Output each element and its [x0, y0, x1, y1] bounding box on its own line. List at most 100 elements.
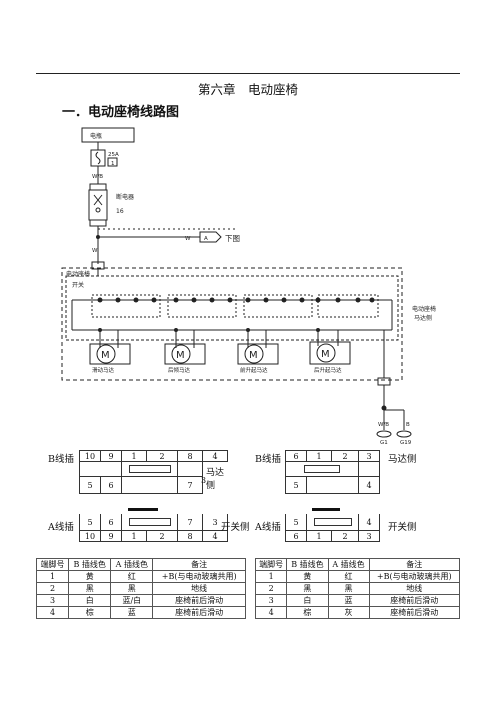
- wire-w-label-2: W: [92, 248, 98, 254]
- motor-recline: [164, 343, 206, 365]
- motor-rear-lift: [309, 341, 351, 365]
- gnd-wire-label-2: B: [406, 422, 410, 428]
- pin: 7: [177, 476, 203, 494]
- motor4-label: 后升起马达: [314, 366, 342, 374]
- col-header: B 插线色: [68, 558, 112, 571]
- fuse-rating: 25A: [108, 152, 119, 158]
- keyway-bar: [128, 508, 158, 511]
- pin: 10: [79, 450, 101, 462]
- pin: 5: [79, 476, 101, 494]
- ground-g1-label: G1: [380, 440, 388, 446]
- switch-label-2: 开关: [72, 281, 84, 289]
- pin: 1: [121, 530, 147, 542]
- pin: 2: [146, 530, 178, 542]
- pin: 9: [100, 530, 122, 542]
- pin: 3: [358, 450, 380, 462]
- pin: 6: [285, 450, 307, 462]
- col-header: A 插线色: [327, 558, 370, 571]
- a-left-note: 开关侧: [221, 522, 250, 533]
- col-header: 备注: [368, 558, 461, 571]
- b-plug-label-right: B线插: [255, 454, 281, 465]
- battery-box: [81, 127, 135, 143]
- pin: 5: [285, 476, 307, 494]
- col-header: 备注: [152, 558, 246, 571]
- a-plug-label-left: A线插: [48, 522, 74, 533]
- pin: 2: [146, 450, 178, 462]
- pin: 3: [358, 530, 380, 542]
- keyway-inner: [313, 518, 352, 526]
- pin: 10: [79, 530, 101, 542]
- pin: 9: [100, 450, 122, 462]
- pin: 1: [121, 450, 147, 462]
- keyway-top: [128, 465, 171, 473]
- down-fig-label: 下图: [225, 234, 240, 243]
- section-title: 一．电动座椅线路图: [62, 105, 180, 120]
- motor3-label: 前升起马达: [240, 366, 268, 374]
- motor-slide: [89, 343, 131, 365]
- keyway-inner: [128, 518, 171, 526]
- pin: 8: [177, 450, 203, 462]
- svg-text:M: M: [249, 350, 258, 361]
- switch-group-2: [167, 294, 237, 318]
- a-right-note: 开关侧: [388, 522, 417, 533]
- arrow-a-label: A: [204, 236, 208, 242]
- gnd-wire-label: W/B: [378, 422, 389, 428]
- pin: 4: [358, 514, 380, 531]
- col-header: B 插线色: [286, 558, 329, 571]
- left-b-connector: 10 9 1 2 8 4 马达侧 5 6 7: [79, 450, 228, 494]
- right-b-connector: 6 1 2 3 5 4: [285, 450, 380, 494]
- pin: 6: [100, 476, 122, 494]
- motor-frame: [61, 267, 403, 381]
- keyway-top: [304, 465, 340, 473]
- col-header: 端脚号: [254, 558, 288, 571]
- battery-label: 电瓶: [90, 132, 102, 140]
- pin: 6: [285, 530, 307, 542]
- pin: 2: [331, 450, 359, 462]
- pin: 5: [79, 514, 101, 531]
- pin-3-left-b: 3: [201, 476, 207, 485]
- motor1-label: 滑动马达: [92, 366, 115, 374]
- switch-group-4: [317, 294, 379, 318]
- b-plug-label-left: B线插: [48, 454, 74, 465]
- pin: 8: [177, 530, 203, 542]
- motor-side-label: 电动座椅: [412, 305, 436, 313]
- pin: 4: [202, 450, 228, 462]
- breaker-symbol: [88, 189, 108, 221]
- motor-front-lift: [237, 343, 279, 365]
- left-a-connector: 5 6 7 3 10 9 1 2 8 4: [79, 514, 228, 542]
- motor-side-label-2: 马达侧: [414, 314, 432, 322]
- switch-group-1: [91, 294, 161, 318]
- pin: 5: [285, 514, 307, 531]
- a-plug-label-right: A线插: [255, 522, 281, 533]
- switch-box: [65, 275, 399, 341]
- fuse-number: 1: [111, 161, 115, 167]
- pin: 7: [177, 514, 203, 531]
- header-rule: [36, 73, 460, 74]
- pin: 6: [100, 514, 122, 531]
- keyway-bar: [312, 508, 340, 511]
- pin: 1: [306, 450, 332, 462]
- col-header: 端脚号: [35, 558, 70, 571]
- wire-wb-label: W/B: [92, 174, 103, 180]
- switch-label: 电动座椅: [66, 270, 90, 278]
- chapter-title: 第六章 电动座椅: [197, 82, 298, 97]
- breaker-number: 16: [116, 208, 124, 215]
- svg-text:M: M: [321, 349, 330, 360]
- ground-g19-label: G19: [400, 440, 412, 446]
- switch-group-3: [243, 294, 313, 318]
- pin: 1: [306, 530, 332, 542]
- right-a-connector: 5 4 6 1 2 3: [285, 514, 380, 542]
- pin: 4: [202, 530, 228, 542]
- col-header: A 插线色: [110, 558, 154, 571]
- pin: 4: [358, 476, 380, 494]
- wire-w-label: W: [185, 236, 191, 242]
